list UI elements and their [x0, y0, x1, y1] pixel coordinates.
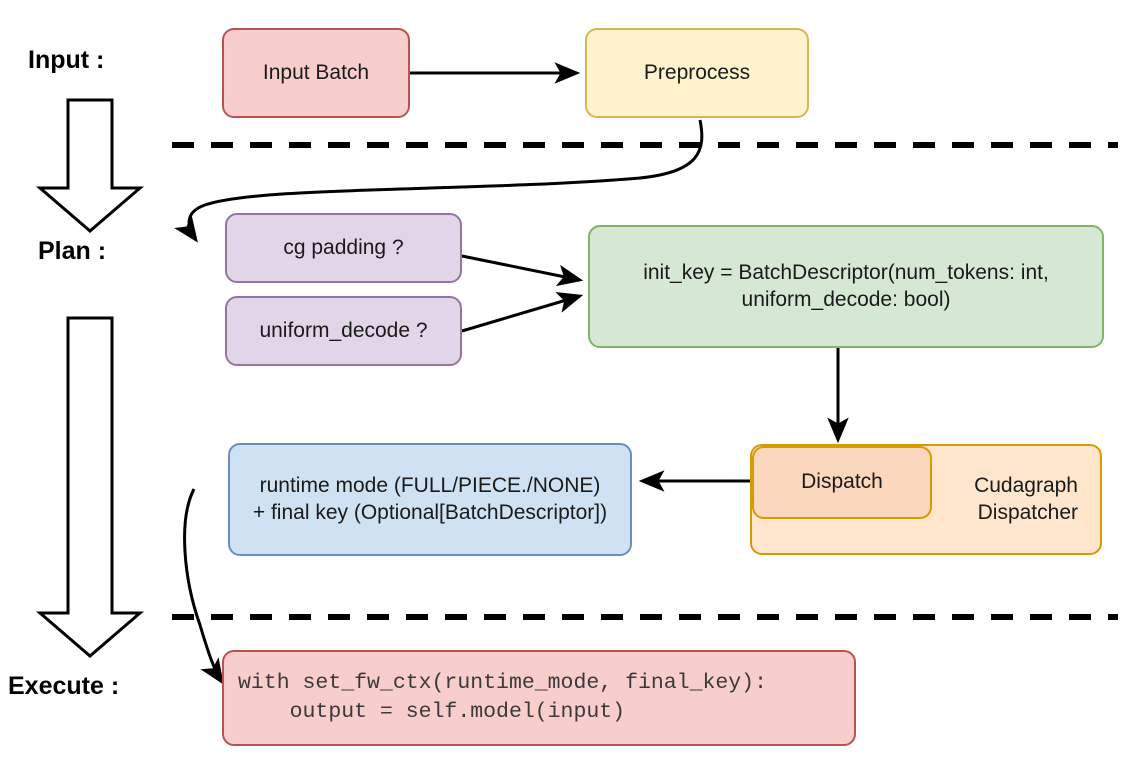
node-cg-padding-label: cg padding ?	[283, 235, 404, 259]
node-runtime-mode-line1: runtime mode (FULL/PIECE./NONE)	[259, 474, 601, 498]
node-execute-code-line2: output = self.model(input)	[238, 700, 626, 724]
edge-uniform-decode-to-init-key	[461, 292, 584, 333]
stage-label-input: Input :	[28, 46, 105, 74]
node-input-batch[interactable]: Input Batch	[222, 28, 410, 118]
node-cudagraph-dispatcher-line1: Cudagraph	[974, 474, 1078, 498]
node-runtime-mode[interactable]: runtime mode (FULL/PIECE./NONE) + final …	[228, 443, 632, 556]
node-execute-code-line1: with set_fw_ctx(runtime_mode, final_key)…	[238, 670, 767, 695]
down-block-arrow-icon	[35, 316, 145, 658]
node-cudagraph-dispatcher-line2: Dispatcher	[977, 500, 1078, 524]
node-init-key-line2: uniform_decode: bool)	[741, 287, 951, 311]
stage-label-plan: Plan :	[38, 237, 107, 265]
node-dispatch[interactable]: Dispatch	[752, 446, 932, 519]
edge-cg-padding-to-init-key	[461, 254, 584, 287]
down-block-arrow-icon	[35, 98, 145, 233]
node-uniform-decode[interactable]: uniform_decode ?	[225, 296, 462, 366]
edge-runtime-mode-to-execute-code	[183, 488, 224, 685]
node-input-batch-label: Input Batch	[262, 60, 370, 84]
node-runtime-mode-line2: + final key (Optional[BatchDescriptor])	[252, 500, 608, 524]
node-init-key[interactable]: init_key = BatchDescriptor(num_tokens: i…	[588, 225, 1104, 348]
node-preprocess[interactable]: Preprocess	[585, 28, 809, 118]
node-cg-padding[interactable]: cg padding ?	[225, 213, 462, 283]
node-init-key-line1: init_key = BatchDescriptor(num_tokens: i…	[643, 261, 1049, 285]
node-execute-code[interactable]: with set_fw_ctx(runtime_mode, final_key)…	[222, 650, 856, 746]
stage-label-execute: Execute :	[8, 672, 120, 700]
node-preprocess-label: Preprocess	[643, 60, 751, 84]
node-uniform-decode-label: uniform_decode ?	[259, 318, 428, 342]
node-dispatch-label: Dispatch	[801, 470, 883, 494]
